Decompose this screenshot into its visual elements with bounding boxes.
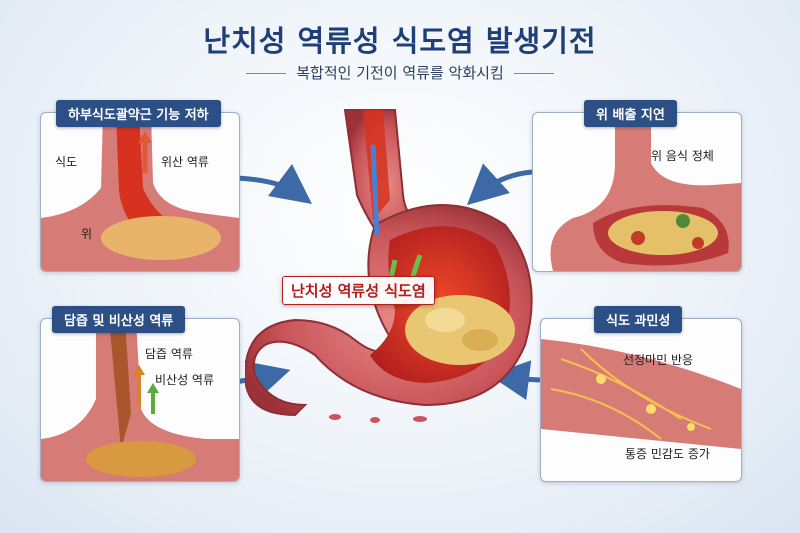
tag-delayed-emptying: 위 배출 지연 <box>584 100 677 127</box>
arrow-bottom-right <box>489 360 541 400</box>
stomach-illustration <box>245 109 533 423</box>
panel-dge-illustration <box>550 113 741 271</box>
label-esophagus: 식도 <box>55 155 78 169</box>
subtitle-divider-right <box>513 73 554 74</box>
subtitle-divider-left <box>246 73 287 74</box>
label-food-stasis: 위 음식 정체 <box>651 149 714 163</box>
subtitle-text: 복합적인 기전이 역류를 악화시킴 <box>296 64 504 82</box>
subtitle: 복합적인 기전이 역류를 악화시킴 <box>0 62 800 83</box>
panel-bile-nonacid-reflux: 담즙 역류 비산성 역류 <box>40 318 240 482</box>
arrow-top-left <box>235 164 313 204</box>
label-bile-reflux: 담즙 역류 <box>145 347 193 361</box>
panel-delayed-gastric-emptying: 위 음식 정체 <box>532 112 742 272</box>
label-stomach: 위 <box>81 227 93 241</box>
label-acid-reflux: 위산 역류 <box>161 155 209 169</box>
tag-hypersensitivity: 식도 과민성 <box>594 306 683 333</box>
label-nonacid-reflux: 비산성 역류 <box>155 373 215 387</box>
label-pain-sensitivity: 통증 민감도 증가 <box>625 447 710 461</box>
panel-esophageal-hypersensitivity: 선정마민 반응 통증 민감도 증가 <box>540 318 742 482</box>
panel-les-illustration <box>41 113 239 271</box>
panel-hypersensitivity-illustration <box>541 339 741 449</box>
tag-bile-nonacid: 담즙 및 비산성 역류 <box>52 306 186 333</box>
panel-bile-illustration <box>41 319 239 481</box>
center-label: 난치성 역류성 식도염 <box>282 276 435 305</box>
tag-les-dysfunction: 하부식도괄약근 기능 저하 <box>56 100 221 127</box>
arrow-top-right <box>466 163 533 206</box>
page-title: 난치성 역류성 식도염 발생기전 <box>203 24 597 58</box>
label-vanilloid-response: 선정마민 반응 <box>623 353 694 367</box>
panel-lower-esophageal-sphincter: 식도 위산 역류 위 <box>40 112 240 272</box>
